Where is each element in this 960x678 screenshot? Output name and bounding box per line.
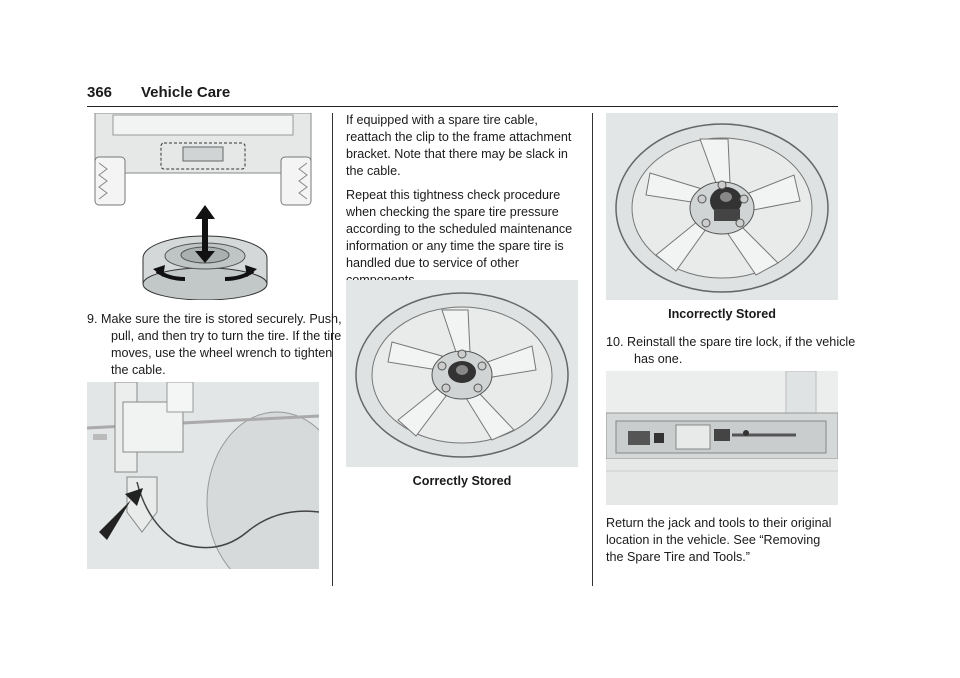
figure-jack-and-tools	[606, 371, 838, 505]
column-divider-2	[592, 113, 593, 586]
figure-incorrectly-stored	[606, 113, 838, 300]
paragraph-tightness-check: Repeat this tightness check procedure wh…	[346, 188, 573, 287]
paragraph-spare-tire-cable: If equipped with a spare tire cable, rea…	[346, 113, 572, 178]
step-10-number: 10.	[606, 335, 624, 349]
caption-correctly-stored: Correctly Stored	[412, 474, 512, 488]
paragraph-return-jack: Return the jack and tools to their origi…	[606, 516, 832, 564]
section-title: Vehicle Care	[141, 84, 231, 101]
figure-correctly-stored	[346, 280, 578, 467]
step-9-number: 9.	[87, 312, 98, 326]
page-header: 366 Vehicle Care	[87, 80, 838, 107]
figure-cable-clip	[87, 382, 319, 569]
step-10: 10. Reinstall the spare tire lock, if th…	[606, 334, 870, 368]
step-10-text: Reinstall the spare tire lock, if the ve…	[627, 335, 856, 366]
step-9: 9. Make sure the tire is stored securely…	[87, 311, 353, 379]
step-9-text: Make sure the tire is stored securely. P…	[101, 312, 342, 377]
page-number: 366	[87, 84, 113, 101]
caption-incorrectly-stored: Incorrectly Stored	[668, 307, 776, 321]
column-2-text: If equipped with a spare tire cable, rea…	[346, 112, 578, 296]
column-divider-1	[332, 113, 333, 586]
figure-vehicle-spare-tire	[87, 113, 319, 300]
